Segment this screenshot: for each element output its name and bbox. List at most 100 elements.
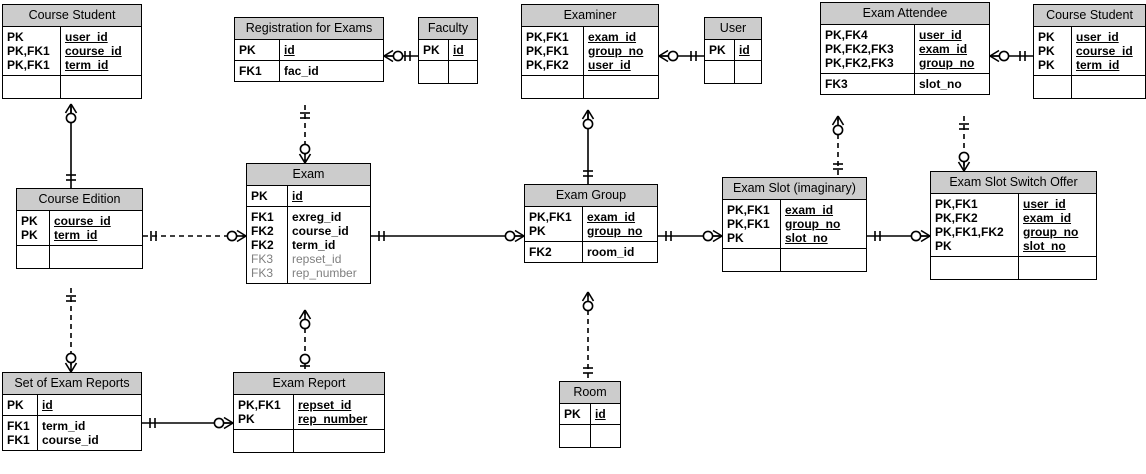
key-column [419,60,449,83]
entity-section [1034,74,1145,98]
entity-title: User [705,18,761,40]
relationship-exam-group-room[interactable] [571,276,605,397]
key-label: PK [7,29,24,44]
attribute-label: exam_id [785,202,834,217]
attribute-label: term_id [42,418,86,433]
attribute-label: repset_id [292,251,342,266]
entity-title: Course Student [1034,5,1145,27]
entity-section [419,59,477,83]
relationship-registration-faculty[interactable] [368,39,434,73]
attribute-column: id [280,40,383,60]
relationship-course-student-edition[interactable] [54,88,88,204]
entity-title: Faculty [419,18,477,40]
entity-title: Set of Exam Reports [3,373,141,395]
key-column [705,60,735,83]
attribute-label: fac_id [284,63,319,78]
attribute-label: id [453,42,464,57]
key-label: PK,FK1 [7,43,50,58]
key-label: PK,FK1,FK2 [935,224,1004,239]
key-label: FK3 [251,251,274,266]
key-column: PK [235,39,280,60]
attribute-column: room_id [583,242,657,262]
attribute-label: group_no [588,43,644,58]
entity-title: Exam [247,164,370,186]
key-label: FK1 [251,209,274,224]
attribute-label: slot_no [785,230,828,245]
key-label: PK [21,213,38,228]
attribute-label: exam_id [588,29,637,44]
attribute-label: group_no [587,223,643,238]
key-label: FK1 [7,432,30,447]
attribute-column [735,61,761,83]
attribute-label: term_id [292,237,336,252]
attribute-column [294,430,384,452]
relationship-examiner-user[interactable] [643,39,720,73]
relationship-course-edition-report-set[interactable] [54,272,88,388]
key-label: PK,FK1 [727,202,770,217]
key-label: PK [529,223,546,238]
attribute-column [61,76,141,98]
relationship-exam-group-exam-slot[interactable] [642,219,738,253]
relationship-exam-exam-group[interactable] [355,219,540,253]
relationship-registration-exam[interactable] [288,89,322,179]
relationship-attendee-exam-slot[interactable] [821,100,855,193]
entity-title: Examiner [522,5,658,27]
key-label: PK [1038,29,1055,44]
attribute-label: course_id [1076,43,1133,58]
relationship-exam-slot-switch-offer-link[interactable] [851,219,946,253]
key-label: PK,FK1 [238,397,281,412]
entity-title: Exam Group [525,185,657,207]
attribute-label: slot_no [919,76,962,91]
relationship-course-edition-exam[interactable] [127,219,262,253]
key-column: FK1 [235,60,280,81]
key-column: PK [705,39,735,60]
relationship-exam-exam-report[interactable] [288,294,322,388]
attribute-label: exam_id [587,209,636,224]
attribute-label: group_no [919,55,975,70]
entity-title: Exam Slot (imaginary) [723,178,866,200]
attribute-label: course_id [42,432,99,447]
attribute-label: user_id [1023,196,1066,211]
relationship-attendee-course-student[interactable] [974,39,1049,73]
key-label: PK,FK1 [7,57,50,72]
attribute-label: course_id [65,43,122,58]
key-column: FK3 [821,73,915,94]
relationship-report-set-exam-report[interactable] [126,406,249,440]
relationship-attendee-switch-offer[interactable] [947,100,981,187]
relationship-examiner-exam-group[interactable] [571,94,605,200]
key-label: FK1 [7,418,30,433]
entity-section [17,244,142,268]
entity-section [522,74,658,98]
entity-title: Course Student [3,5,141,27]
